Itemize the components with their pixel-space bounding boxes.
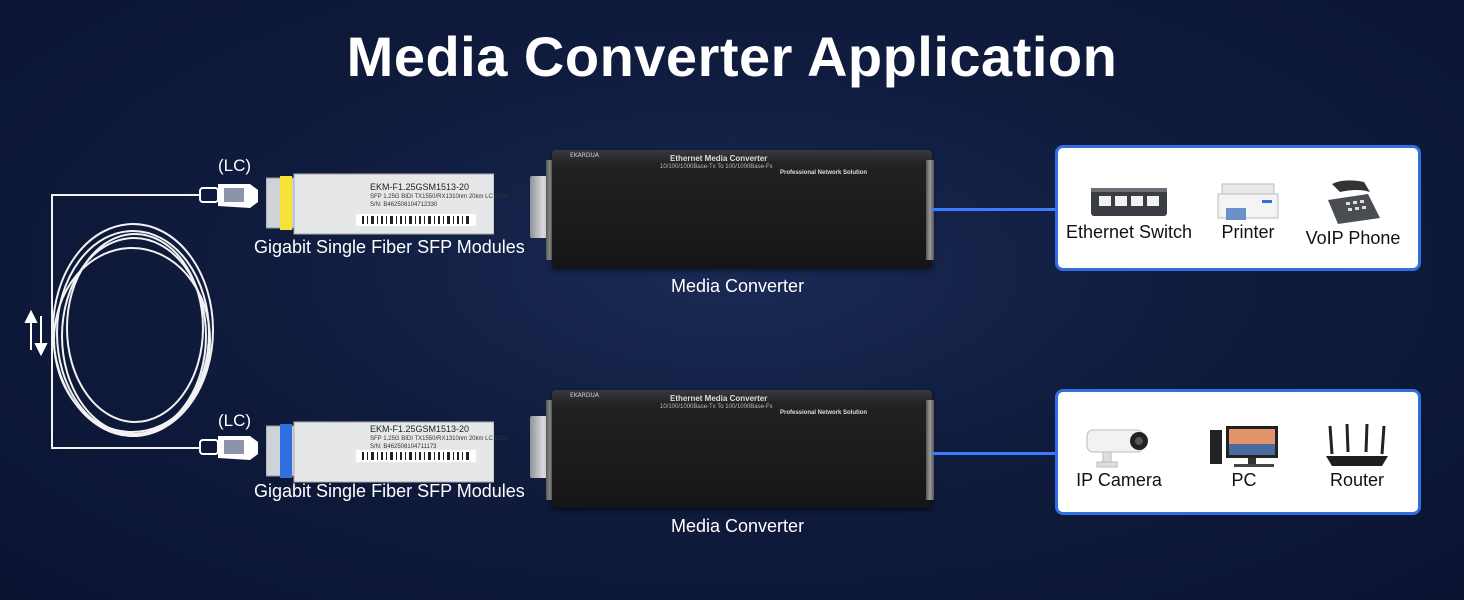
converter-tagline: Professional Network Solution — [780, 170, 868, 176]
lc-label-top: (LC) — [218, 156, 252, 175]
device-panel-top: Ethernet Switch Printer VoIP Phone — [1055, 145, 1421, 271]
ip-camera-icon — [1086, 429, 1148, 468]
converter-title: Ethernet Media Converter — [670, 394, 768, 403]
media-converter-label: Media Converter — [671, 276, 805, 296]
page-title: Media Converter Application — [346, 25, 1118, 88]
device-label: PC — [1231, 470, 1257, 490]
sfp-module-icon — [265, 173, 495, 235]
lc-label-bottom: (LC) — [218, 411, 252, 430]
printer-icon — [1217, 183, 1279, 220]
sfp-model: EKM-F1.25GSM1513-20 — [370, 182, 470, 192]
lc-connector-icon — [199, 184, 258, 208]
device-label: IP Camera — [1076, 470, 1162, 490]
converter-title: Ethernet Media Converter — [670, 154, 768, 163]
sfp-module-icon — [265, 421, 495, 483]
device-label: VoIP Phone — [1305, 228, 1401, 248]
sfp-module: EKM-F1.25GSM1513-20 SFP 1.25G BIDI TX155… — [265, 170, 508, 238]
converter-side-plate — [926, 160, 934, 260]
device-label: Ethernet Switch — [1065, 222, 1193, 242]
device-panel-bottom: IP Camera PC Router — [1055, 389, 1421, 515]
sfp-spec: SFP 1.25G BIDI TX1550/RX1310nm 20km LC D… — [370, 194, 509, 200]
router-icon — [1326, 423, 1388, 466]
converter-spec: 10/100/1000Base-Tx To 100/1000Base-Fx — [660, 164, 773, 170]
bidirectional-arrows-icon — [24, 309, 48, 357]
fiber-coil-3 — [61, 237, 207, 435]
fiber-line-top — [51, 194, 200, 449]
voip-phone-icon — [1328, 180, 1380, 224]
network-link-top — [932, 208, 1056, 211]
converter-brand: EKARDUA — [570, 152, 600, 159]
converter-side-plate — [546, 400, 554, 500]
media-converter-label: Media Converter — [671, 516, 805, 536]
device-label: Router — [1329, 470, 1385, 490]
sfp-serial: S/N: B462508104711173 — [370, 444, 437, 450]
lc-connector-icon — [199, 436, 258, 460]
device-ethernet-switch: Ethernet Switch — [1064, 182, 1194, 243]
sfp-module-label: Gigabit Single Fiber SFP Modules — [254, 237, 525, 257]
media-converter-device: EKARDUA Ethernet Media Converter 10/100/… — [552, 150, 932, 268]
fiber-cable-diagram — [24, 184, 258, 460]
sfp-latch — [280, 424, 292, 478]
converter-side-plate — [546, 160, 554, 260]
ethernet-switch-icon — [1091, 188, 1167, 216]
device-pc: PC — [1194, 422, 1294, 491]
device-router: Router — [1312, 422, 1402, 491]
converter-tagline: Professional Network Solution — [780, 410, 868, 416]
device-printer: Printer — [1194, 182, 1302, 243]
device-voip-phone: VoIP Phone — [1298, 178, 1408, 249]
network-link-bottom — [932, 452, 1056, 455]
media-converter-device: EKARDUA Ethernet Media Converter 10/100/… — [552, 390, 932, 508]
sfp-module-label: Gigabit Single Fiber SFP Modules — [254, 481, 525, 501]
sfp-latch — [280, 176, 292, 230]
fiber-coil-4 — [66, 233, 204, 423]
sfp-spec: SFP 1.25G BIDI TX1550/RX1310nm 20km LC D… — [370, 436, 509, 442]
device-ip-camera: IP Camera — [1064, 422, 1174, 491]
converter-spec: 10/100/1000Base-Tx To 100/1000Base-Fx — [660, 404, 773, 410]
sfp-model: EKM-F1.25GSM1513-20 — [370, 424, 470, 434]
fiber-coil-5 — [53, 247, 211, 433]
device-label: Printer — [1221, 222, 1275, 242]
converter-brand: EKARDUA — [570, 392, 600, 399]
sfp-module: EKM-F1.25GSM1513-20 SFP 1.25G BIDI TX155… — [265, 418, 508, 486]
converter-side-plate — [926, 400, 934, 500]
pc-icon — [1210, 426, 1278, 467]
sfp-serial: S/N: B462508104712330 — [370, 202, 438, 208]
